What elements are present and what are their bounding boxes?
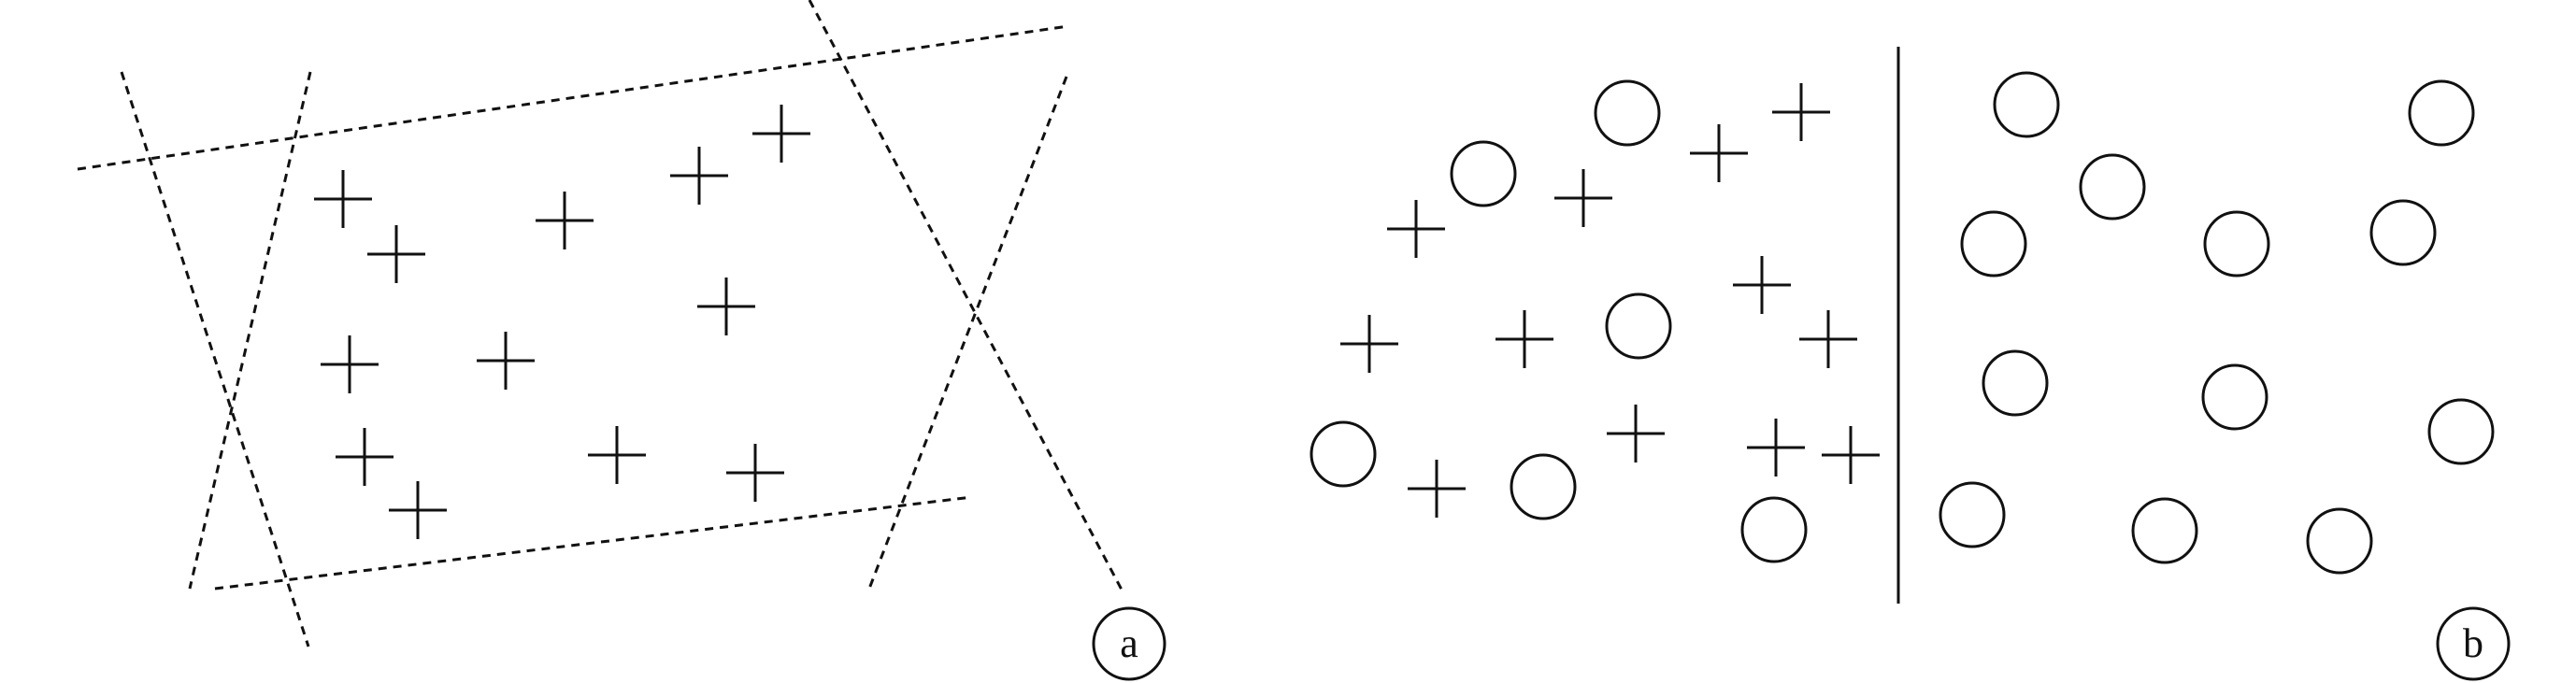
circle-marker <box>1993 71 2060 138</box>
dashed-boundary-line <box>214 495 973 591</box>
circle-marker <box>1594 79 1661 147</box>
circle-marker <box>1510 453 1577 520</box>
dashed-boundary-line <box>867 76 1068 590</box>
circle-marker <box>2369 199 2437 266</box>
circle-marker <box>1450 140 1517 207</box>
plus-marker <box>1822 426 1880 484</box>
plus-marker <box>477 332 535 390</box>
plus-marker <box>588 426 646 484</box>
panel-b-label: b <box>2436 606 2511 681</box>
plus-marker <box>321 335 379 393</box>
plus-marker <box>1772 83 1830 141</box>
plus-marker <box>1607 405 1665 462</box>
panel-a-dashed-boundaries <box>77 0 1124 647</box>
panel-b-plus-markers <box>1340 83 1880 518</box>
circle-marker <box>2203 210 2270 277</box>
plus-marker <box>1690 124 1748 182</box>
panel-a-label: a <box>1092 606 1166 681</box>
plus-marker <box>670 147 728 205</box>
plus-marker <box>1387 200 1445 258</box>
circle-marker <box>1605 292 1672 360</box>
plus-marker <box>697 277 755 335</box>
panel-label-a: a <box>1120 620 1138 666</box>
plus-marker <box>1799 310 1857 368</box>
panel-label-circle <box>1092 606 1166 681</box>
circle-marker <box>1309 420 1377 488</box>
circle-marker <box>2306 507 2373 575</box>
plus-marker <box>1733 256 1791 314</box>
plus-marker <box>536 192 594 249</box>
panel-label-b: b <box>2463 620 2483 666</box>
plus-marker <box>1496 310 1553 368</box>
plus-marker <box>1408 460 1466 518</box>
plus-marker <box>389 481 447 539</box>
panel-b: b <box>1309 47 2511 681</box>
circle-marker <box>1960 210 2027 277</box>
plus-marker <box>1747 419 1805 477</box>
dashed-boundary-line <box>77 24 1069 171</box>
plus-marker <box>752 105 810 163</box>
circle-marker <box>2079 153 2146 221</box>
plus-marker <box>367 225 425 283</box>
plus-marker <box>1340 315 1398 373</box>
dashed-boundary-line <box>120 71 310 647</box>
panel-a-plus-markers <box>314 105 810 539</box>
dashed-boundary-line <box>808 0 1124 592</box>
panel-a: a <box>77 0 1166 681</box>
dashed-boundary-line <box>188 71 312 590</box>
circle-marker <box>1982 349 2049 417</box>
plus-marker <box>726 444 784 502</box>
circle-marker <box>2131 497 2198 564</box>
plus-marker <box>336 428 394 486</box>
plus-marker <box>1554 169 1612 227</box>
circle-marker <box>2408 79 2475 147</box>
circle-marker <box>1939 481 2006 548</box>
circle-marker <box>2427 398 2495 465</box>
circle-marker <box>2201 363 2268 431</box>
circle-marker <box>1740 496 1808 563</box>
plus-marker <box>314 170 372 228</box>
panel-b-circle-markers <box>1309 71 2495 575</box>
panel-label-circle <box>2436 606 2511 681</box>
